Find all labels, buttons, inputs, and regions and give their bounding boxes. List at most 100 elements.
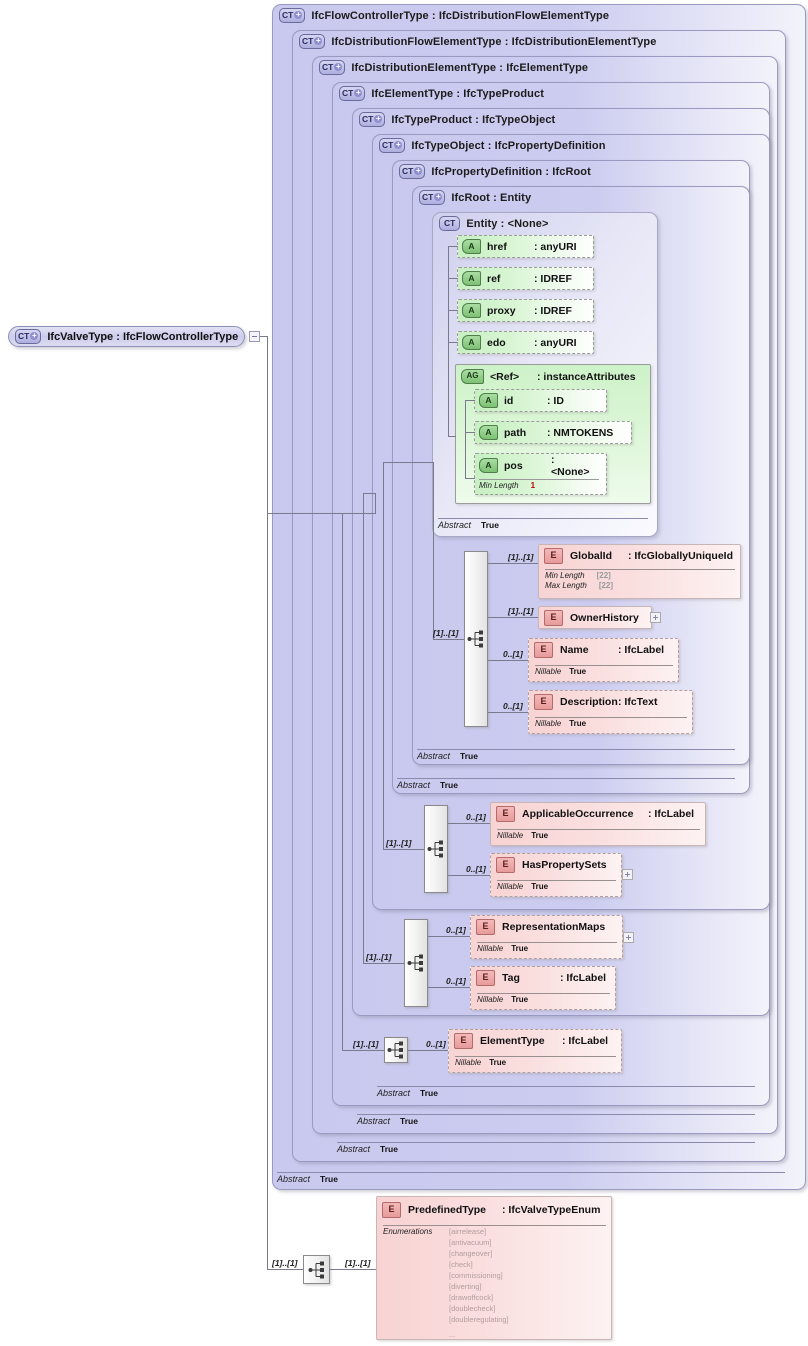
expand-representationmaps-icon[interactable] xyxy=(623,932,634,943)
abstract-label: Abstract xyxy=(357,1116,391,1126)
attribute-name: edo xyxy=(487,336,506,349)
connector-line xyxy=(448,310,458,311)
sequence-compositor-ifctypeproduct[interactable] xyxy=(404,919,428,1007)
element-badge-icon: E xyxy=(534,694,553,710)
cardinality-label: 0..[1] xyxy=(466,864,486,874)
connector-line xyxy=(267,1269,303,1270)
sequence-compositor-ifctypeobject[interactable] xyxy=(424,805,448,893)
attribute-ref[interactable]: A ref : IDREF xyxy=(457,267,594,290)
complextype-title: IfcTypeProduct : IfcTypeObject xyxy=(391,113,556,126)
attribute-name: pos xyxy=(504,459,523,472)
abstract-value: True xyxy=(400,1116,418,1126)
enumeration-item: [changeover] xyxy=(449,1249,493,1258)
element-header: E Description : IfcText xyxy=(534,694,657,710)
cardinality-label: [1]..[1] xyxy=(508,552,534,562)
facet-value: True xyxy=(569,719,587,728)
attribute-group-badge-icon: AG xyxy=(461,369,484,384)
cardinality-label: 0..[1] xyxy=(446,925,466,935)
element-applicableoccurrence[interactable]: E ApplicableOccurrence : IfcLabel Nillab… xyxy=(490,802,706,846)
element-badge-icon: E xyxy=(382,1202,401,1218)
abstract-value: True xyxy=(420,1088,438,1098)
complextype-badge-icon: CT+ xyxy=(379,138,406,153)
sequence-compositor-predefinedtype[interactable] xyxy=(303,1255,330,1284)
complextype-header: CT+ IfcTypeObject : IfcPropertyDefinitio… xyxy=(379,138,606,153)
cardinality-label: [1]..[1] xyxy=(386,838,412,848)
abstract-label: Abstract xyxy=(417,751,451,761)
element-name: PredefinedType xyxy=(408,1204,486,1216)
element-name: OwnerHistory xyxy=(570,612,639,624)
abstract-label: Abstract xyxy=(438,520,472,530)
element-name: ElementType xyxy=(480,1035,545,1047)
attribute-name: ref xyxy=(487,272,501,285)
element-badge-icon: E xyxy=(534,642,553,658)
element-ownerhistory[interactable]: E OwnerHistory xyxy=(538,606,652,629)
element-facet-nillable: Nillable True xyxy=(535,665,673,676)
complextype-badge-icon: CT+ xyxy=(15,329,42,344)
enumeration-item: [commissioning] xyxy=(449,1271,503,1280)
root-node-ifcvalvetype[interactable]: CT+ IfcValveType : IfcFlowControllerType xyxy=(8,326,245,347)
facet-value: 1 xyxy=(530,481,536,490)
cardinality-label: 0..[1] xyxy=(503,701,523,711)
element-globalid[interactable]: E GlobalId : IfcGloballyUniqueId Min Len… xyxy=(538,544,741,599)
attribute-edo[interactable]: A edo : anyURI xyxy=(457,331,594,354)
attribute-href[interactable]: A href : anyURI xyxy=(457,235,594,258)
facet-label: Nillable xyxy=(535,667,562,676)
element-facet-min-length: Min Length[22] xyxy=(545,569,735,580)
facet-value: True xyxy=(511,944,529,953)
connector-line xyxy=(465,400,466,478)
element-header: E PredefinedType : IfcValveTypeEnum xyxy=(382,1202,600,1218)
connector-line xyxy=(330,1269,376,1270)
attribute-type: : anyURI xyxy=(534,240,577,253)
element-badge-icon: E xyxy=(476,970,495,986)
element-facet-max-length: Max Length[22] xyxy=(545,580,735,590)
expand-haspropertysets-icon[interactable] xyxy=(622,869,633,880)
sequence-compositor-ifcelementtype[interactable] xyxy=(384,1037,408,1063)
abstract-value: True xyxy=(380,1144,398,1154)
attribute-group-type: : instanceAttributes xyxy=(537,370,636,383)
complextype-header: CT Entity : <None> xyxy=(439,216,549,231)
element-header: E RepresentationMaps xyxy=(476,919,605,935)
facet-label: Nillable xyxy=(497,882,524,891)
enumeration-item: [drawoffcock] xyxy=(449,1293,494,1302)
complextype-badge-icon: CT+ xyxy=(399,164,426,179)
expand-ownerhistory-icon[interactable] xyxy=(650,612,661,623)
sequence-compositor-ifcroot[interactable] xyxy=(464,551,488,727)
enumeration-item: [doubleregulating] xyxy=(449,1315,509,1324)
attribute-type: : IDREF xyxy=(534,304,572,317)
connector-line xyxy=(448,823,490,824)
element-badge-icon: E xyxy=(476,919,495,935)
element-predefinedtype[interactable]: E PredefinedType : IfcValveTypeEnum Enum… xyxy=(376,1196,612,1340)
attribute-path[interactable]: A path : NMTOKENS xyxy=(474,421,632,444)
complextype-header: CT+ IfcElementType : IfcTypeProduct xyxy=(339,86,544,101)
attribute-badge-icon: A xyxy=(462,239,481,254)
connector-line xyxy=(260,336,268,337)
element-badge-icon: E xyxy=(496,806,515,822)
attribute-badge-icon: A xyxy=(479,458,498,473)
facet-value: [22] xyxy=(598,581,614,590)
sequence-icon xyxy=(387,1041,403,1059)
connector-line xyxy=(428,987,470,988)
cardinality-label: [1]..[1] xyxy=(272,1258,298,1268)
attribute-proxy[interactable]: A proxy : IDREF xyxy=(457,299,594,322)
attribute-badge-icon: A xyxy=(479,425,498,440)
connector-line xyxy=(408,1050,448,1051)
attribute-id[interactable]: A id : ID xyxy=(474,389,607,412)
complextype-header: CT+ IfcFlowControllerType : IfcDistribut… xyxy=(279,8,609,23)
element-name: HasPropertySets xyxy=(522,859,607,871)
collapse-root-icon[interactable] xyxy=(249,331,260,342)
facet-value: True xyxy=(569,667,587,676)
abstract-value: True xyxy=(440,780,458,790)
cardinality-label: 0..[1] xyxy=(446,976,466,986)
facet-value: [22] xyxy=(596,571,611,580)
